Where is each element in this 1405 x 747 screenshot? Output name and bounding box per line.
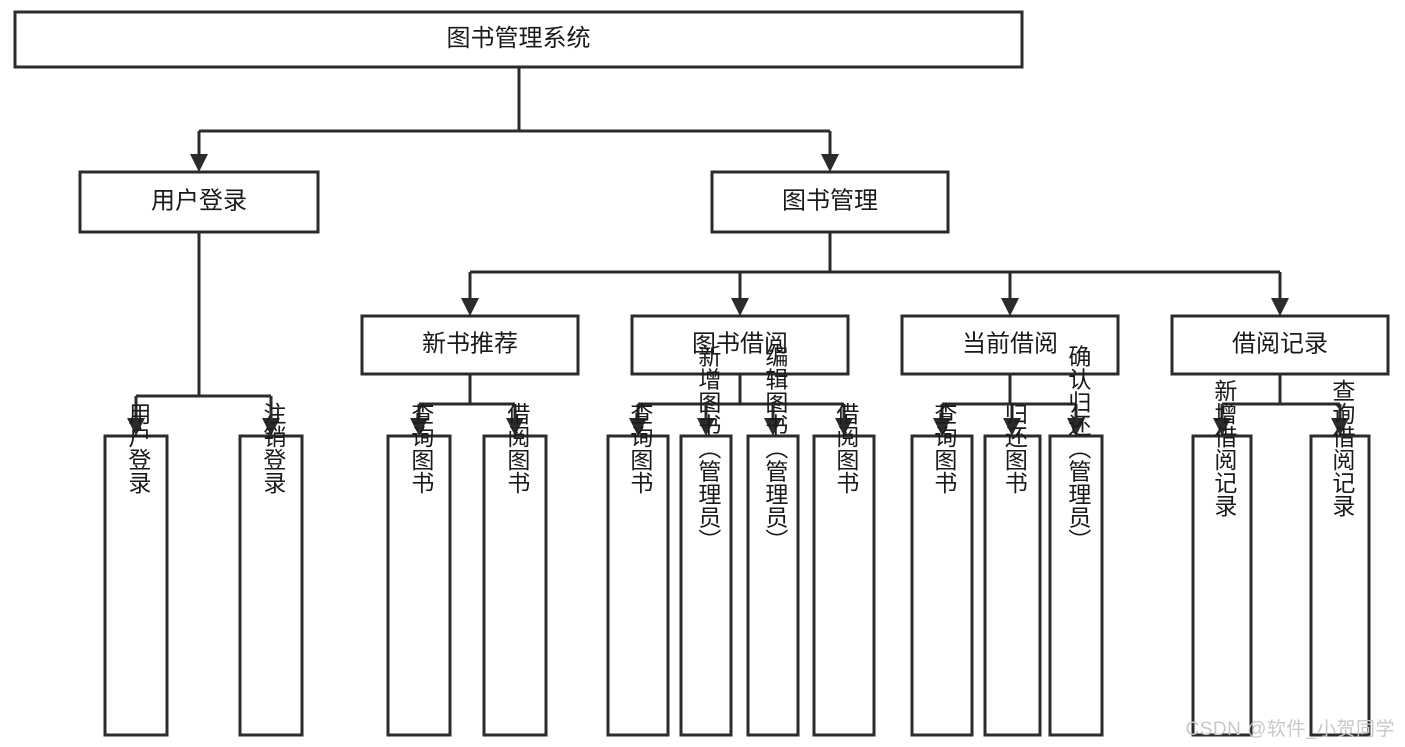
node-box-new-book-rec[interactable]	[360, 314, 580, 376]
book-borrow-branch-0-arrowhead	[629, 418, 647, 436]
node-borrow-record[interactable]: 借阅记录	[1170, 314, 1390, 376]
node-box-leaf-edit-book[interactable]	[746, 434, 800, 737]
node-label-leaf-confirm-return: 确认归还（管理员）	[1065, 345, 1092, 552]
node-label-leaf-borrow-book-2: 借阅图书	[833, 402, 860, 494]
root-branch-0-arrowhead	[190, 154, 208, 172]
node-box-leaf-user-logout[interactable]	[238, 434, 304, 737]
node-box-leaf-add-record[interactable]	[1191, 434, 1253, 737]
node-box-leaf-query-book-2[interactable]	[606, 434, 670, 737]
node-label-leaf-query-book-3: 查询图书	[931, 402, 958, 494]
node-leaf-borrow-book-2[interactable]: 借阅图书	[812, 402, 876, 737]
book-borrow-branch-2-arrowhead	[764, 418, 782, 436]
node-box-leaf-return-book[interactable]	[983, 434, 1042, 737]
node-label-leaf-query-book-1: 查询图书	[408, 402, 435, 494]
node-box-user-login[interactable]	[78, 170, 320, 234]
node-label-user-login: 用户登录	[151, 187, 247, 214]
borrow-record-branch-1-arrowhead	[1331, 418, 1349, 436]
node-box-current-borrow[interactable]	[900, 314, 1120, 376]
node-leaf-add-book[interactable]: 新增图书（管理员）	[679, 345, 733, 737]
user-login-branch-1-arrowhead	[262, 418, 280, 436]
book-manage-branch-1-arrowhead	[731, 298, 749, 316]
node-box-leaf-query-record[interactable]	[1309, 434, 1371, 737]
book-borrow-branch-1-arrowhead	[697, 418, 715, 436]
node-current-borrow[interactable]: 当前借阅	[900, 314, 1120, 376]
current-borrow-branch-0-arrowhead	[933, 418, 951, 436]
user-login-branch-0-arrowhead	[127, 418, 145, 436]
book-manage-branch-3-arrowhead	[1271, 298, 1289, 316]
node-box-leaf-add-book[interactable]	[679, 434, 733, 737]
node-label-root: 图书管理系统	[447, 25, 591, 52]
node-leaf-query-record[interactable]: 查询借阅记录	[1309, 379, 1371, 737]
csdn-watermark: CSDN @软件_小贺同学	[1185, 719, 1395, 740]
book-manage-branch-0-arrowhead	[461, 298, 479, 316]
node-box-leaf-borrow-book-1[interactable]	[482, 434, 548, 737]
node-label-book-manage: 图书管理	[782, 187, 878, 214]
node-label-leaf-return-book: 归还图书	[1001, 402, 1028, 494]
node-box-book-manage[interactable]	[710, 170, 950, 234]
node-leaf-query-book-3[interactable]: 查询图书	[910, 402, 974, 737]
node-label-leaf-add-record: 新增借阅记录	[1211, 379, 1238, 517]
node-leaf-borrow-book-1[interactable]: 借阅图书	[482, 402, 548, 737]
node-label-leaf-user-logout: 注销登录	[260, 402, 287, 494]
node-label-borrow-record: 借阅记录	[1232, 330, 1328, 357]
node-label-leaf-query-record: 查询借阅记录	[1329, 379, 1356, 517]
node-label-leaf-query-book-2: 查询图书	[627, 402, 654, 494]
node-box-leaf-user-login[interactable]	[103, 434, 169, 737]
node-box-leaf-confirm-return[interactable]	[1048, 434, 1104, 737]
nodes-layer: 图书管理系统用户登录图书管理新书推荐图书借阅当前借阅借阅记录用户登录注销登录查询…	[13, 10, 1390, 737]
node-box-leaf-query-book-3[interactable]	[910, 434, 974, 737]
node-label-leaf-edit-book: 编辑图书（管理员）	[762, 345, 789, 552]
book-borrow-branch-3-arrowhead	[835, 418, 853, 436]
connectors-layer	[127, 67, 1349, 436]
node-box-borrow-record[interactable]	[1170, 314, 1390, 376]
node-box-leaf-query-book-1[interactable]	[386, 434, 452, 737]
node-leaf-user-login[interactable]: 用户登录	[103, 402, 169, 737]
borrow-record-branch-0-arrowhead	[1213, 418, 1231, 436]
node-root[interactable]: 图书管理系统	[13, 10, 1024, 69]
node-box-book-borrow[interactable]	[630, 314, 850, 376]
node-book-manage[interactable]: 图书管理	[710, 170, 950, 234]
node-label-book-borrow: 图书借阅	[692, 330, 788, 357]
node-new-book-rec[interactable]: 新书推荐	[360, 314, 580, 376]
node-label-leaf-add-book: 新增图书（管理员）	[695, 345, 722, 552]
node-leaf-query-book-1[interactable]: 查询图书	[386, 402, 452, 737]
node-leaf-confirm-return[interactable]: 确认归还（管理员）	[1048, 345, 1104, 737]
node-leaf-add-record[interactable]: 新增借阅记录	[1191, 379, 1253, 737]
node-leaf-query-book-2[interactable]: 查询图书	[606, 402, 670, 737]
node-label-new-book-rec: 新书推荐	[422, 330, 518, 357]
node-label-leaf-user-login: 用户登录	[125, 402, 152, 494]
node-leaf-user-logout[interactable]: 注销登录	[238, 402, 304, 737]
node-leaf-edit-book[interactable]: 编辑图书（管理员）	[746, 345, 800, 737]
current-borrow-branch-2-arrowhead	[1067, 418, 1085, 436]
new-book-rec-branch-1-arrowhead	[506, 418, 524, 436]
node-user-login[interactable]: 用户登录	[78, 170, 320, 234]
new-book-rec-branch-0-arrowhead	[410, 418, 428, 436]
root-branch-1-arrowhead	[821, 154, 839, 172]
node-label-leaf-borrow-book-1: 借阅图书	[504, 402, 531, 494]
book-manage-branch-2-arrowhead	[1001, 298, 1019, 316]
current-borrow-branch-1-arrowhead	[1003, 418, 1021, 436]
node-book-borrow[interactable]: 图书借阅	[630, 314, 850, 376]
node-leaf-return-book[interactable]: 归还图书	[983, 402, 1042, 737]
node-label-current-borrow: 当前借阅	[962, 330, 1058, 357]
node-box-leaf-borrow-book-2[interactable]	[812, 434, 876, 737]
node-box-root[interactable]	[13, 10, 1024, 69]
